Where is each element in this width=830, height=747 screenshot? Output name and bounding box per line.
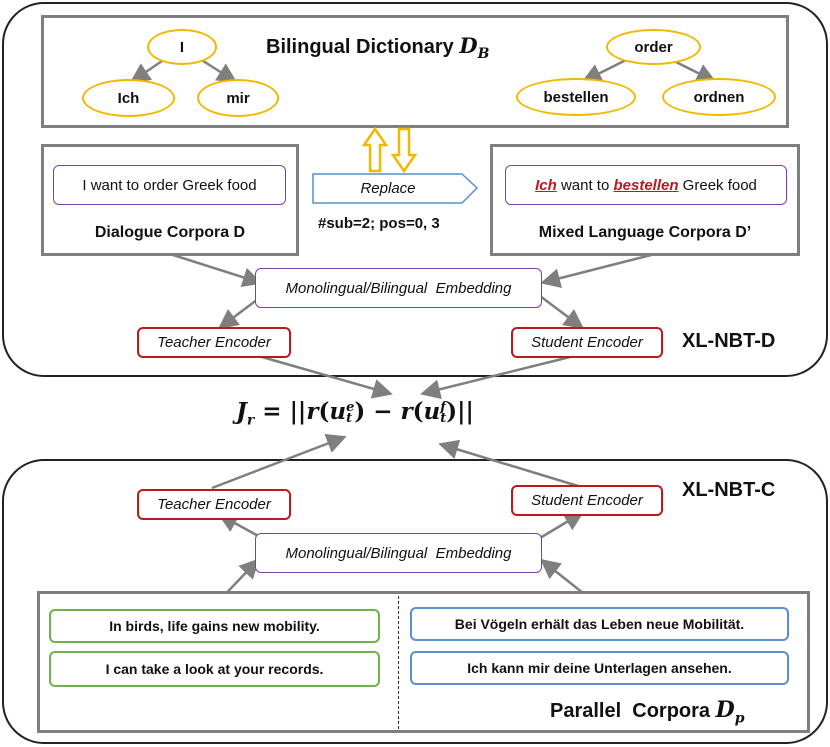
mixed-sentence: Ich want to bestellen Greek food (505, 165, 787, 205)
dictionary-title-text: Bilingual Dictionary (266, 36, 454, 58)
teacher-to-loss-arrow (261, 355, 393, 399)
panel-label-d: XL-NBT-D (682, 330, 776, 352)
replaced-word-ich: Ich (535, 176, 557, 194)
teacher-encoder-top: Teacher Encoder (137, 327, 291, 358)
parallel-divider (398, 596, 399, 729)
mixed-to-embedding-arrow (540, 252, 656, 288)
parallel-de-2: Ich kann mir deine Unterlagen ansehen. (410, 651, 789, 685)
student-c-to-loss-arrow (438, 439, 579, 488)
replace-arrow (312, 173, 479, 204)
parallel-de-1: Bei Vögeln erhält das Leben neue Mobilit… (410, 607, 789, 641)
dictionary-up-arrow (361, 126, 389, 173)
parallel-symbol: Dp (715, 697, 745, 727)
dialogue-corpora-label: Dialogue Corpora D (94, 224, 246, 241)
replace-meta: #sub=2; pos=0, 3 (318, 215, 440, 232)
oval-mir: mir (197, 79, 279, 117)
embedding-to-student-arrow (539, 295, 584, 329)
panel-label-c: XL-NBT-C (682, 479, 776, 501)
embedding-bottom: Monolingual/Bilingual Embedding (255, 533, 542, 573)
dialogue-to-embedding-arrow (169, 252, 263, 287)
student-encoder-top: Student Encoder (511, 327, 663, 358)
tree-edge (581, 57, 629, 83)
teacher-c-to-loss-arrow (211, 434, 347, 490)
teacher-encoder-bottom: Teacher Encoder (137, 489, 291, 520)
dictionary-title: Bilingual Dictionary DB (266, 33, 566, 62)
replace-label: Replace (360, 180, 416, 197)
embedding-top: Monolingual/Bilingual Embedding (255, 268, 542, 308)
student-to-loss-arrow (420, 355, 571, 400)
tree-edge (199, 57, 238, 83)
dialogue-sentence: I want to order Greek food (53, 165, 286, 205)
dictionary-down-arrow (390, 127, 418, 174)
dictionary-symbol: DB (459, 33, 490, 63)
tree-edge (129, 57, 166, 83)
oval-order: order (606, 29, 701, 65)
replaced-word-bestellen: bestellen (613, 176, 679, 194)
oval-I: I (147, 29, 217, 65)
oval-bestellen: bestellen (516, 78, 636, 116)
parallel-en-1: In birds, life gains new mobility. (49, 609, 380, 643)
parallel-en-2: I can take a look at your records. (49, 651, 380, 687)
student-encoder-bottom: Student Encoder (511, 485, 663, 516)
oval-ordnen: ordnen (662, 78, 776, 116)
oval-Ich: Ich (82, 79, 175, 117)
embedding-c-to-student-arrow (539, 511, 585, 540)
mixed-corpora-label: Mixed Language Corpora D’ (538, 224, 752, 241)
parallel-corpora-label: Parallel Corpora Dp (550, 697, 745, 727)
